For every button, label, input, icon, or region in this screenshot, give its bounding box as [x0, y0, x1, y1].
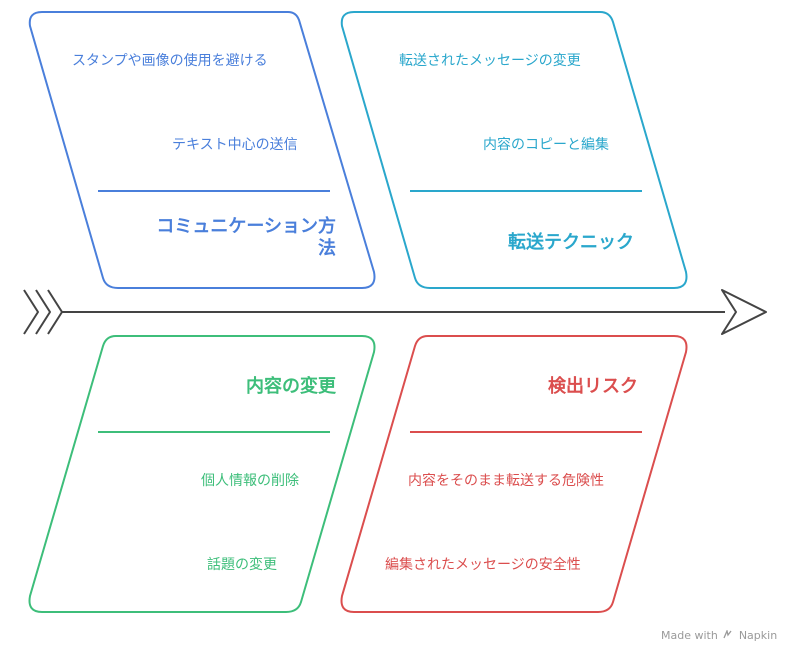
- branch-title-line: 法: [318, 238, 336, 259]
- branch-title: 内容の変更: [246, 376, 336, 397]
- branch-item: 編集されたメッセージの安全性: [385, 557, 581, 573]
- spine-head-icon: [721, 289, 767, 335]
- branch-item: テキスト中心の送信: [172, 137, 298, 153]
- spine-tail-icon: [23, 289, 39, 335]
- spine-arrow: [23, 289, 767, 335]
- watermark-prefix: Made with: [661, 629, 718, 642]
- watermark-brand: Napkin: [738, 629, 778, 642]
- branch-box-content: [28, 335, 376, 613]
- branch-title: コミュニケーション方 法: [156, 216, 336, 260]
- branch-item: 話題の変更: [207, 557, 277, 573]
- branch-item: スタンプや画像の使用を避ける: [72, 53, 268, 69]
- branch-item: 転送されたメッセージの変更: [399, 53, 581, 69]
- branch-title-line: コミュニケーション方: [156, 216, 336, 237]
- branch-box-detection: [340, 335, 688, 613]
- branch-title: 転送テクニック: [508, 232, 634, 253]
- branch-item: 内容をそのまま転送する危険性: [408, 473, 604, 489]
- napkin-logo-icon: [723, 628, 732, 642]
- branch-title: 検出リスク: [548, 376, 638, 397]
- branch-box-forwarding: [340, 11, 688, 289]
- branch-item: 内容のコピーと編集: [483, 137, 609, 153]
- branch-box-communication: [28, 11, 376, 289]
- branch-item: 個人情報の削除: [201, 473, 299, 489]
- watermark[interactable]: Made with Napkin: [661, 628, 778, 642]
